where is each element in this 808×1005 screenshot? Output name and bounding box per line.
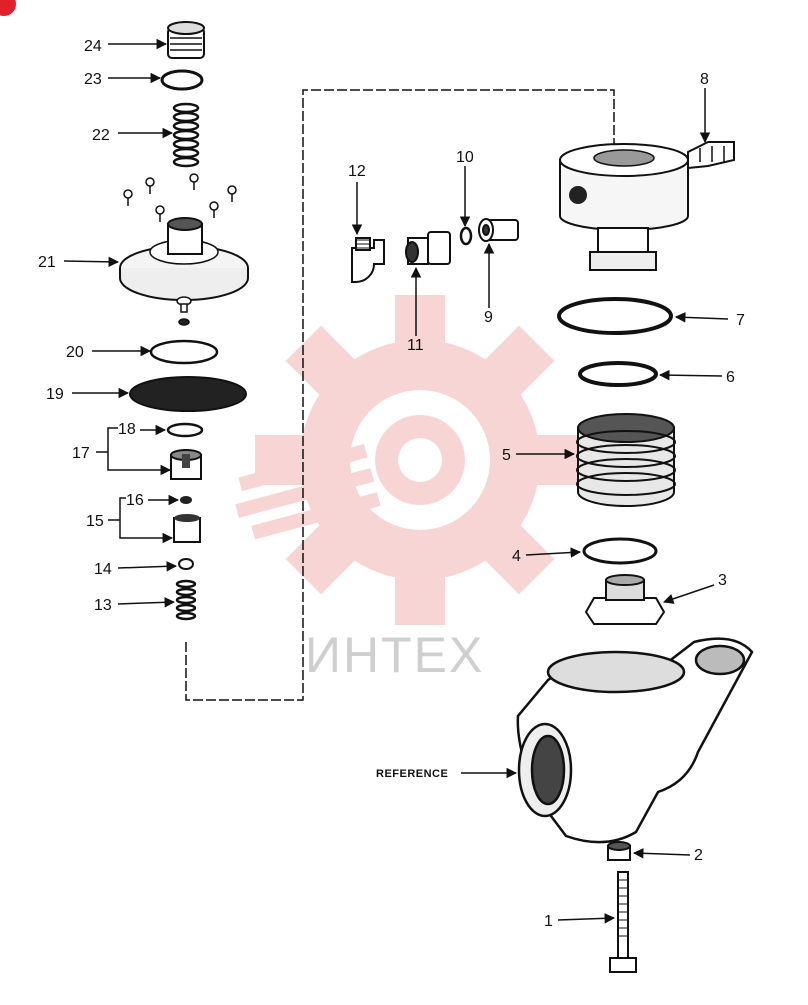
- assembly-connection-line: [185, 89, 615, 701]
- part-11-fitting: [405, 231, 451, 265]
- part-15-seat: [173, 514, 201, 543]
- corner-badge: [0, 0, 16, 16]
- label-24: 24: [84, 38, 102, 55]
- part-12-elbow-fitting: [351, 237, 385, 283]
- part-24-plug: [167, 21, 205, 59]
- label-22: 22: [92, 127, 110, 144]
- part-5-bellows: [576, 413, 676, 507]
- part-labels: 24 23 22 21 20 19 18 17 16 15 14 13 12 1…: [38, 38, 745, 930]
- reference-body-casting: [516, 637, 754, 844]
- label-1: 1: [544, 913, 553, 930]
- part-19-diaphragm: [129, 376, 247, 412]
- label-4: 4: [512, 548, 521, 565]
- reference-label: REFERENCE: [376, 768, 448, 780]
- part-8-fitting: [687, 141, 735, 170]
- cover-screws: [123, 173, 237, 222]
- right-leaders: [461, 312, 729, 924]
- label-12: 12: [348, 163, 366, 180]
- label-8: 8: [700, 71, 709, 88]
- part-22-spring: [172, 102, 200, 168]
- label-16: 16: [126, 492, 144, 509]
- part-16-ball: [180, 496, 192, 504]
- label-5: 5: [502, 447, 511, 464]
- label-23: 23: [84, 71, 102, 88]
- part-20-disc: [149, 339, 219, 365]
- part-1-bolt: [609, 871, 637, 973]
- label-19: 19: [46, 386, 64, 403]
- watermark-text: ИНТЕХ: [305, 627, 484, 683]
- label-13: 13: [94, 597, 112, 614]
- part-21-cover: [119, 217, 249, 301]
- part-14-retainer: [178, 558, 194, 570]
- part-2-nut: [607, 841, 631, 861]
- label-14: 14: [94, 561, 112, 578]
- part-6-ring: [578, 361, 658, 387]
- label-9: 9: [484, 309, 493, 326]
- label-3: 3: [718, 572, 727, 589]
- part-18-ring: [166, 422, 204, 438]
- part-4-washer: [582, 537, 658, 565]
- part-7-o-ring: [557, 297, 673, 335]
- label-2: 2: [694, 847, 703, 864]
- label-18: 18: [118, 421, 136, 438]
- label-6: 6: [726, 369, 735, 386]
- label-10: 10: [456, 149, 474, 166]
- label-21: 21: [38, 254, 56, 271]
- label-7: 7: [736, 312, 745, 329]
- label-11: 11: [407, 337, 424, 354]
- label-17: 17: [72, 445, 90, 462]
- part-3-seat: [584, 574, 666, 625]
- part-17-valve: [170, 449, 202, 480]
- label-20: 20: [66, 344, 84, 361]
- part-23-nut: [160, 69, 204, 91]
- label-15: 15: [86, 513, 104, 530]
- center-screw: [176, 296, 192, 326]
- left-leaders: [63, 38, 180, 608]
- middle-leaders: [351, 88, 711, 336]
- part-13-spring: [175, 579, 197, 621]
- valve-housing: [559, 143, 689, 271]
- part-10-washer: [459, 226, 473, 246]
- part-9-nipple: [478, 218, 519, 242]
